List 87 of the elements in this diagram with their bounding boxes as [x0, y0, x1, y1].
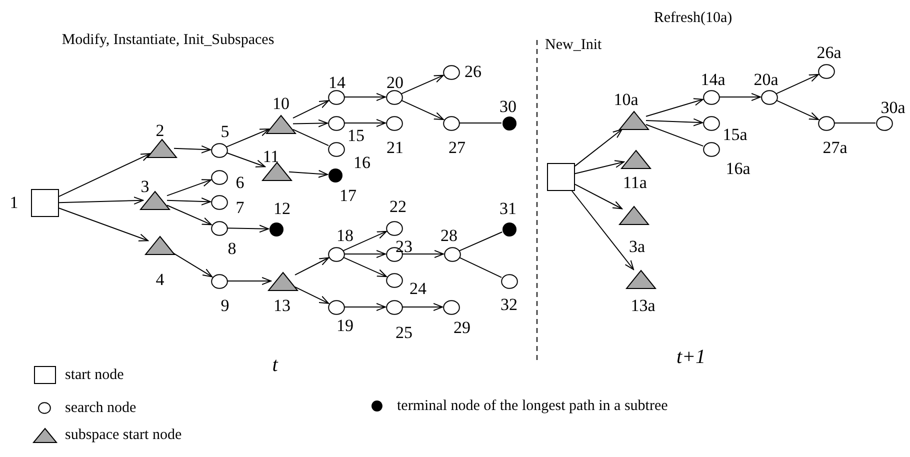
- time-label: t: [272, 356, 278, 374]
- node-number: 7: [234, 199, 246, 217]
- node-number: 26a: [816, 44, 842, 62]
- node-number: 5: [220, 123, 230, 141]
- arrow: [292, 100, 330, 119]
- node-number: 4: [154, 271, 166, 289]
- node-number: 24: [408, 280, 428, 298]
- arrow: [174, 145, 211, 154]
- node-number: 9: [220, 297, 230, 315]
- arrow: [344, 250, 386, 258]
- arrow: [574, 128, 622, 167]
- node-number: 11a: [622, 174, 648, 192]
- arrow: [574, 184, 622, 210]
- node-number: 16: [352, 154, 372, 172]
- node-number: 10a: [612, 91, 640, 109]
- node-number: 8: [226, 240, 238, 258]
- phase-label: New_Init: [545, 36, 602, 54]
- arrow: [343, 230, 387, 252]
- arrow: [571, 190, 634, 270]
- node-number: 18: [336, 227, 354, 245]
- arrow: [226, 128, 270, 148]
- node-number: 31: [498, 200, 518, 218]
- arrow: [401, 74, 444, 94]
- arrow: [58, 196, 144, 205]
- arrow: [292, 119, 328, 128]
- arrow: [166, 179, 212, 196]
- arrow: [227, 277, 272, 285]
- arrow: [166, 197, 211, 206]
- arrow: [401, 100, 444, 120]
- legend-label: terminal node of the longest path in a subtree: [397, 397, 668, 415]
- legend-label: search node: [65, 399, 136, 417]
- node-number: 14: [328, 74, 346, 92]
- node-number: 20a: [752, 71, 780, 89]
- arrow: [574, 160, 624, 174]
- node-number: 11: [262, 148, 280, 166]
- arrow: [344, 93, 386, 101]
- arrow: [344, 303, 386, 311]
- arrow: [719, 93, 761, 101]
- arrow: [776, 100, 819, 120]
- arrow: [646, 118, 703, 126]
- arrow: [402, 250, 444, 258]
- node-number: 28: [440, 227, 458, 245]
- node-number: 12: [272, 200, 292, 218]
- node-number: 27a: [822, 139, 848, 157]
- arrow: [226, 152, 266, 168]
- node-number: 27: [448, 139, 466, 157]
- node-number: 22: [388, 198, 408, 216]
- arrow: [343, 256, 387, 278]
- node-number: 30: [498, 98, 518, 116]
- arrow: [58, 153, 150, 197]
- node-number: 13a: [630, 297, 656, 315]
- node-number: 29: [452, 319, 472, 337]
- node-number: 16a: [724, 160, 752, 178]
- arrow: [58, 208, 148, 242]
- node-number: 17: [338, 187, 358, 205]
- arrow: [294, 257, 330, 276]
- node-number: 20: [386, 74, 404, 92]
- node-number: 19: [336, 317, 354, 335]
- node-number: 14a: [700, 71, 726, 89]
- arrow: [402, 303, 443, 311]
- arrow: [294, 286, 330, 304]
- phase-label: Modify, Instantiate, Init_Subspaces: [62, 31, 274, 49]
- node-number: 3a: [628, 238, 646, 256]
- node-number: 32: [500, 296, 518, 314]
- arrow: [227, 224, 269, 233]
- node-number: 26: [464, 63, 482, 81]
- arrow: [288, 170, 328, 178]
- node-number: 30a: [880, 99, 906, 117]
- node-number: 21: [386, 139, 404, 157]
- node-number: 13: [272, 297, 292, 315]
- node-number: 15: [346, 127, 366, 145]
- node-number: 23: [394, 238, 414, 256]
- time-label: t+1: [676, 348, 706, 366]
- node-number: 15a: [722, 126, 748, 144]
- node-number: 1: [8, 194, 20, 212]
- node-number: 10: [272, 95, 290, 113]
- arrow: [776, 74, 819, 94]
- arrow: [166, 204, 212, 226]
- legend-label: start node: [65, 366, 124, 384]
- node-number: 6: [234, 174, 246, 192]
- arrow: [646, 98, 704, 117]
- phase-label: Refresh(10a): [654, 9, 732, 27]
- arrow: [344, 119, 386, 127]
- node-number: 3: [140, 178, 150, 196]
- node-number: 2: [154, 122, 166, 140]
- legend-label: subspace start node: [65, 426, 182, 444]
- node-number: 25: [394, 324, 414, 342]
